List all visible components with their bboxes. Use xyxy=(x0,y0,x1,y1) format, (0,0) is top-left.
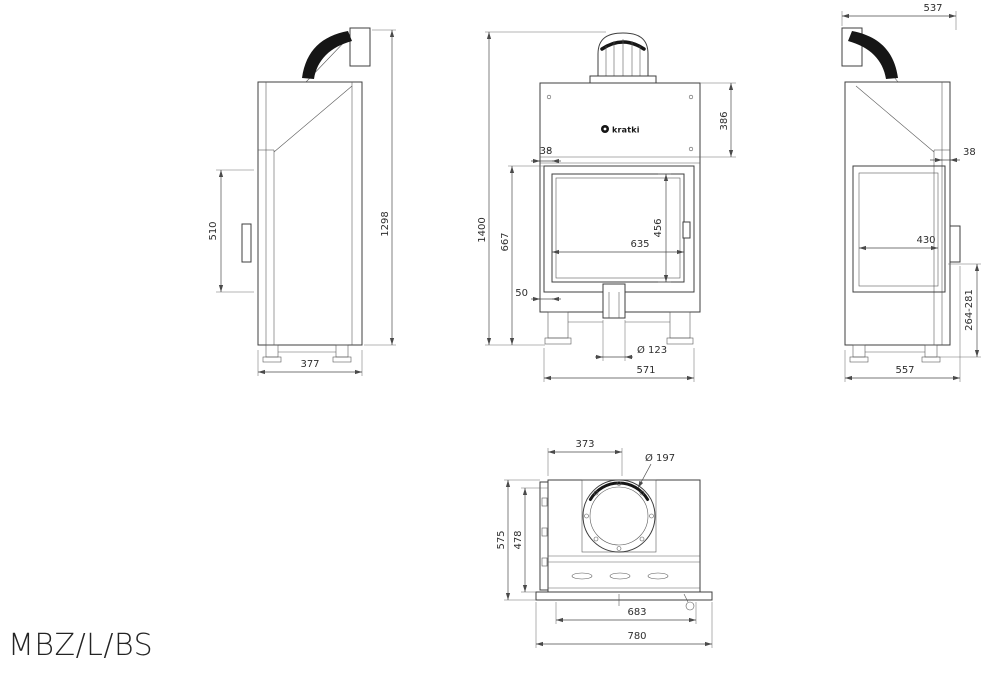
dimension-430: 430 xyxy=(859,235,938,251)
left-flue-stub xyxy=(349,27,371,67)
dim-683: 683 xyxy=(627,607,646,618)
dimension-386: 386 xyxy=(700,82,736,158)
dimension-510: 510 xyxy=(208,169,254,293)
front-air-inlet xyxy=(602,283,626,319)
dimension-1298: 1298 xyxy=(364,29,396,346)
top-front-lip xyxy=(535,591,713,601)
dim-flue-123: Ø 123 xyxy=(637,344,667,356)
dim-377: 377 xyxy=(300,359,319,370)
dim-264-281: 264-281 xyxy=(964,289,975,331)
dim-1400: 1400 xyxy=(477,217,488,242)
dim-386: 386 xyxy=(719,111,730,130)
view-top xyxy=(535,479,713,611)
dim-667: 667 xyxy=(500,232,511,251)
dimension-50: 50 xyxy=(515,288,561,302)
dimension-flue-197: Ø 197 xyxy=(637,452,675,489)
dimension-flue-123: Ø 123 xyxy=(595,320,667,361)
dim-430: 430 xyxy=(916,235,935,246)
dimension-571: 571 xyxy=(543,348,695,382)
dim-537: 537 xyxy=(923,3,942,14)
dim-478: 478 xyxy=(513,530,524,549)
dim-38-front: 38 xyxy=(540,146,553,157)
dimension-38-front: 38 xyxy=(531,146,561,164)
dimension-456: 456 xyxy=(653,173,671,283)
view-side-left xyxy=(241,27,371,363)
dimension-780: 780 xyxy=(535,602,713,648)
left-damper-flap-icon xyxy=(302,31,352,79)
top-flue-collar xyxy=(582,479,656,553)
model-title: MBZ/L/BS xyxy=(8,628,153,663)
brand-logo: kratki xyxy=(601,125,640,135)
dim-1298: 1298 xyxy=(380,211,391,236)
dim-575: 575 xyxy=(496,530,507,549)
dimension-264-281: 264-281 xyxy=(938,263,981,358)
dimension-575: 575 xyxy=(496,479,540,601)
dimension-478: 478 xyxy=(513,487,548,593)
dimension-377: 377 xyxy=(257,350,363,376)
view-side-right xyxy=(841,27,961,363)
top-back-panel xyxy=(539,481,549,591)
top-cold-handle-icon xyxy=(685,601,695,611)
right-side-glass xyxy=(852,165,946,293)
left-door-handle xyxy=(241,223,252,263)
dim-510: 510 xyxy=(208,221,219,240)
dim-557: 557 xyxy=(895,365,914,376)
dimension-683: 683 xyxy=(555,602,697,624)
right-flue-stub xyxy=(841,27,863,67)
dim-456: 456 xyxy=(653,218,664,237)
dim-flue-197: Ø 197 xyxy=(645,452,675,464)
dimension-373: 373 xyxy=(547,439,623,476)
brand-logo-text: kratki xyxy=(612,126,640,135)
dim-38-right: 38 xyxy=(963,147,976,158)
dim-571: 571 xyxy=(636,365,655,376)
view-front: kratki xyxy=(539,32,701,345)
dim-635: 635 xyxy=(630,239,649,250)
dimension-667: 667 xyxy=(500,165,544,345)
right-damper-flap-icon xyxy=(848,31,898,79)
dim-780: 780 xyxy=(627,631,646,642)
dim-373: 373 xyxy=(575,439,594,450)
dimension-537: 537 xyxy=(841,3,957,30)
front-chimney-cap xyxy=(597,32,649,76)
front-door-latch xyxy=(682,221,691,239)
dim-50: 50 xyxy=(515,288,528,299)
right-door-handle xyxy=(949,225,961,263)
dimension-1400: 1400 xyxy=(477,31,606,346)
dimension-38-right: 38 xyxy=(930,147,976,163)
dimension-635: 635 xyxy=(552,239,684,255)
dimension-557: 557 xyxy=(844,266,961,382)
right-body xyxy=(844,81,951,346)
left-body xyxy=(257,81,363,346)
